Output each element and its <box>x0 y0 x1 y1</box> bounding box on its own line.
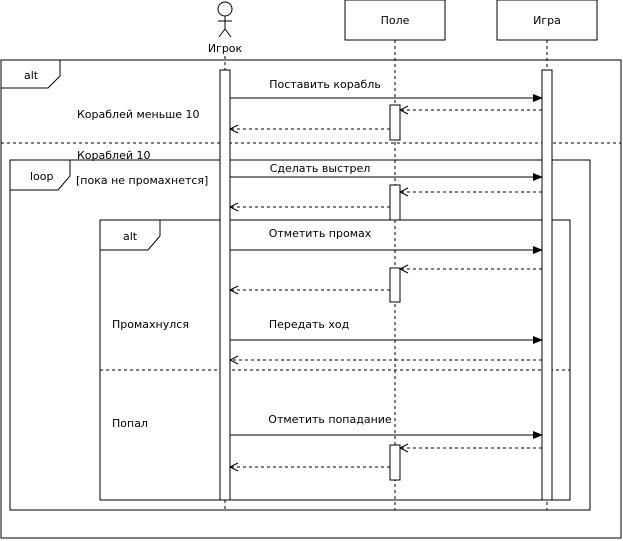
outer-alt-operator: alt <box>24 69 39 82</box>
participant-field-box <box>344 0 446 41</box>
outer-alt-fragment: alt Кораблей меньше 10 Кораблей 10 <box>0 59 622 539</box>
message-mark-hit: Отметить попадание <box>230 413 543 467</box>
actor-player-label: Игрок <box>208 42 243 55</box>
field-activation-1 <box>389 104 401 141</box>
game-activation <box>541 69 553 501</box>
actor-icon <box>217 1 233 38</box>
message-mark-hit-label: Отметить попадание <box>268 413 392 426</box>
loop-fragment: loop [пока не промахнется] <box>9 159 591 511</box>
message-mark-miss: Отметить промах <box>230 227 543 290</box>
message-mark-miss-label: Отметить промах <box>269 227 372 240</box>
participant-field-label: Поле <box>381 14 410 27</box>
loop-operator: loop <box>30 170 54 183</box>
loop-guard: [пока не промахнется] <box>76 174 208 187</box>
message-shoot: Сделать выстрел <box>230 162 543 207</box>
message-pass-turn-label: Передать ход <box>269 318 350 331</box>
outer-alt-guard-1: Кораблей меньше 10 <box>77 108 200 121</box>
player-activation <box>219 69 231 501</box>
participant-field: Поле <box>344 0 446 510</box>
inner-alt-fragment: alt Промахнулся Попал <box>99 219 571 501</box>
field-activation-3 <box>389 267 401 303</box>
outer-alt-guard-2: Кораблей 10 <box>77 149 151 162</box>
participant-game-box <box>496 0 598 41</box>
message-place-ship-label: Поставить корабль <box>269 78 381 91</box>
participant-game-label: Игра <box>533 14 561 27</box>
message-shoot-label: Сделать выстрел <box>270 162 371 175</box>
message-pass-turn: Передать ход <box>230 318 543 360</box>
inner-alt-guard-1: Промахнулся <box>112 318 189 331</box>
message-place-ship: Поставить корабль <box>230 78 543 129</box>
field-activation-4 <box>389 444 401 481</box>
inner-alt-guard-2: Попал <box>112 417 148 430</box>
field-activation-2 <box>389 184 401 221</box>
inner-alt-operator: alt <box>123 230 138 243</box>
